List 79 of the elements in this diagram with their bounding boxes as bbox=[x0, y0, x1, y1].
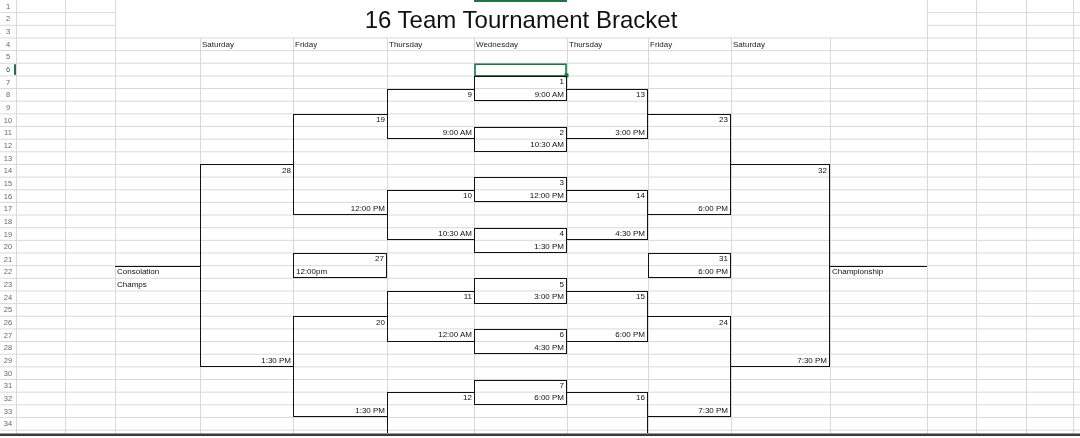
bracket bbox=[567, 392, 648, 434]
bracket bbox=[567, 88, 648, 140]
game-time: 12:00 AM bbox=[438, 330, 472, 341]
day-header: Friday bbox=[650, 39, 673, 50]
match-box bbox=[474, 126, 567, 152]
bracket bbox=[200, 164, 293, 367]
game-time: 6:00 PM bbox=[698, 203, 728, 214]
match-box bbox=[648, 253, 731, 279]
game-number: 1 bbox=[559, 77, 564, 88]
game-time: 3:00 PM bbox=[534, 292, 564, 303]
game-time: 7:30 PM bbox=[698, 406, 728, 417]
match-box bbox=[293, 253, 387, 279]
bracket bbox=[648, 316, 731, 418]
game-time: 12:00pm bbox=[296, 266, 328, 277]
bracket bbox=[387, 290, 474, 342]
game-time: 3:00 PM bbox=[615, 127, 645, 138]
game-time: 9:00 AM bbox=[534, 89, 564, 100]
game-number: 6 bbox=[559, 330, 564, 341]
winner-line bbox=[830, 265, 927, 279]
game-number: 15 bbox=[636, 292, 645, 303]
game-time: 12:00 PM bbox=[529, 191, 564, 202]
bracket bbox=[293, 113, 387, 216]
game-time: 1:30 PM bbox=[534, 241, 564, 252]
game-time: 6:00 PM bbox=[534, 393, 564, 404]
match-box bbox=[474, 177, 567, 203]
day-header: Thursday bbox=[569, 39, 603, 50]
match-box bbox=[474, 75, 567, 102]
game-time: 1:30 PM bbox=[261, 355, 291, 366]
game-number: 2 bbox=[559, 127, 564, 138]
bracket bbox=[387, 392, 474, 434]
day-header: Saturday bbox=[733, 39, 766, 50]
bracket bbox=[567, 290, 648, 342]
game-number: 24 bbox=[719, 317, 728, 328]
game-number: 27 bbox=[375, 254, 384, 265]
day-header: Wednesday bbox=[476, 39, 519, 50]
bracket bbox=[293, 316, 387, 418]
game-time: 1:30 PM bbox=[355, 406, 385, 417]
game-number: 4 bbox=[559, 229, 564, 239]
game-time: 9:00 AM bbox=[442, 127, 472, 138]
game-number: 32 bbox=[818, 165, 827, 176]
game-time: 4:30 PM bbox=[534, 342, 564, 353]
game-number: 14 bbox=[636, 191, 645, 202]
bracket bbox=[648, 113, 731, 216]
day-header: Saturday bbox=[202, 39, 235, 50]
game-time: 12:00 PM bbox=[350, 203, 385, 214]
game-time: 6:00 PM bbox=[698, 266, 728, 277]
game-number: 9 bbox=[467, 89, 472, 100]
game-number: 19 bbox=[376, 115, 385, 126]
title: 16 Team Tournament Bracket bbox=[364, 8, 678, 32]
game-number: 13 bbox=[636, 89, 645, 100]
game-number: 10 bbox=[463, 191, 472, 202]
bracket bbox=[387, 189, 474, 241]
game-number: 5 bbox=[559, 279, 564, 290]
match-box bbox=[474, 227, 567, 253]
match-box bbox=[474, 328, 567, 355]
result-label: Consolation Champs bbox=[117, 266, 160, 291]
match-box bbox=[474, 379, 567, 405]
bracket bbox=[731, 164, 830, 367]
game-time: 4:30 PM bbox=[615, 229, 645, 239]
game-time: 7:30 PM bbox=[797, 355, 827, 366]
result-label: Championship bbox=[832, 266, 884, 279]
game-number: 3 bbox=[559, 178, 564, 189]
bracket bbox=[567, 189, 648, 241]
game-number: 28 bbox=[282, 165, 291, 176]
game-time: 10:30 AM bbox=[438, 229, 472, 239]
match-box bbox=[474, 278, 567, 304]
game-number: 31 bbox=[719, 254, 728, 265]
game-time: 6:00 PM bbox=[615, 330, 645, 341]
winner-line bbox=[115, 265, 200, 291]
game-number: 23 bbox=[719, 115, 728, 126]
game-number: 11 bbox=[463, 292, 472, 303]
game-number: 7 bbox=[559, 380, 564, 391]
game-time: 10:30 AM bbox=[530, 140, 564, 151]
game-number: 20 bbox=[376, 317, 385, 328]
game-number: 12 bbox=[463, 393, 472, 404]
day-header: Thursday bbox=[389, 39, 423, 50]
bracket bbox=[387, 88, 474, 140]
game-number: 16 bbox=[636, 393, 645, 404]
day-header: Friday bbox=[295, 39, 318, 50]
